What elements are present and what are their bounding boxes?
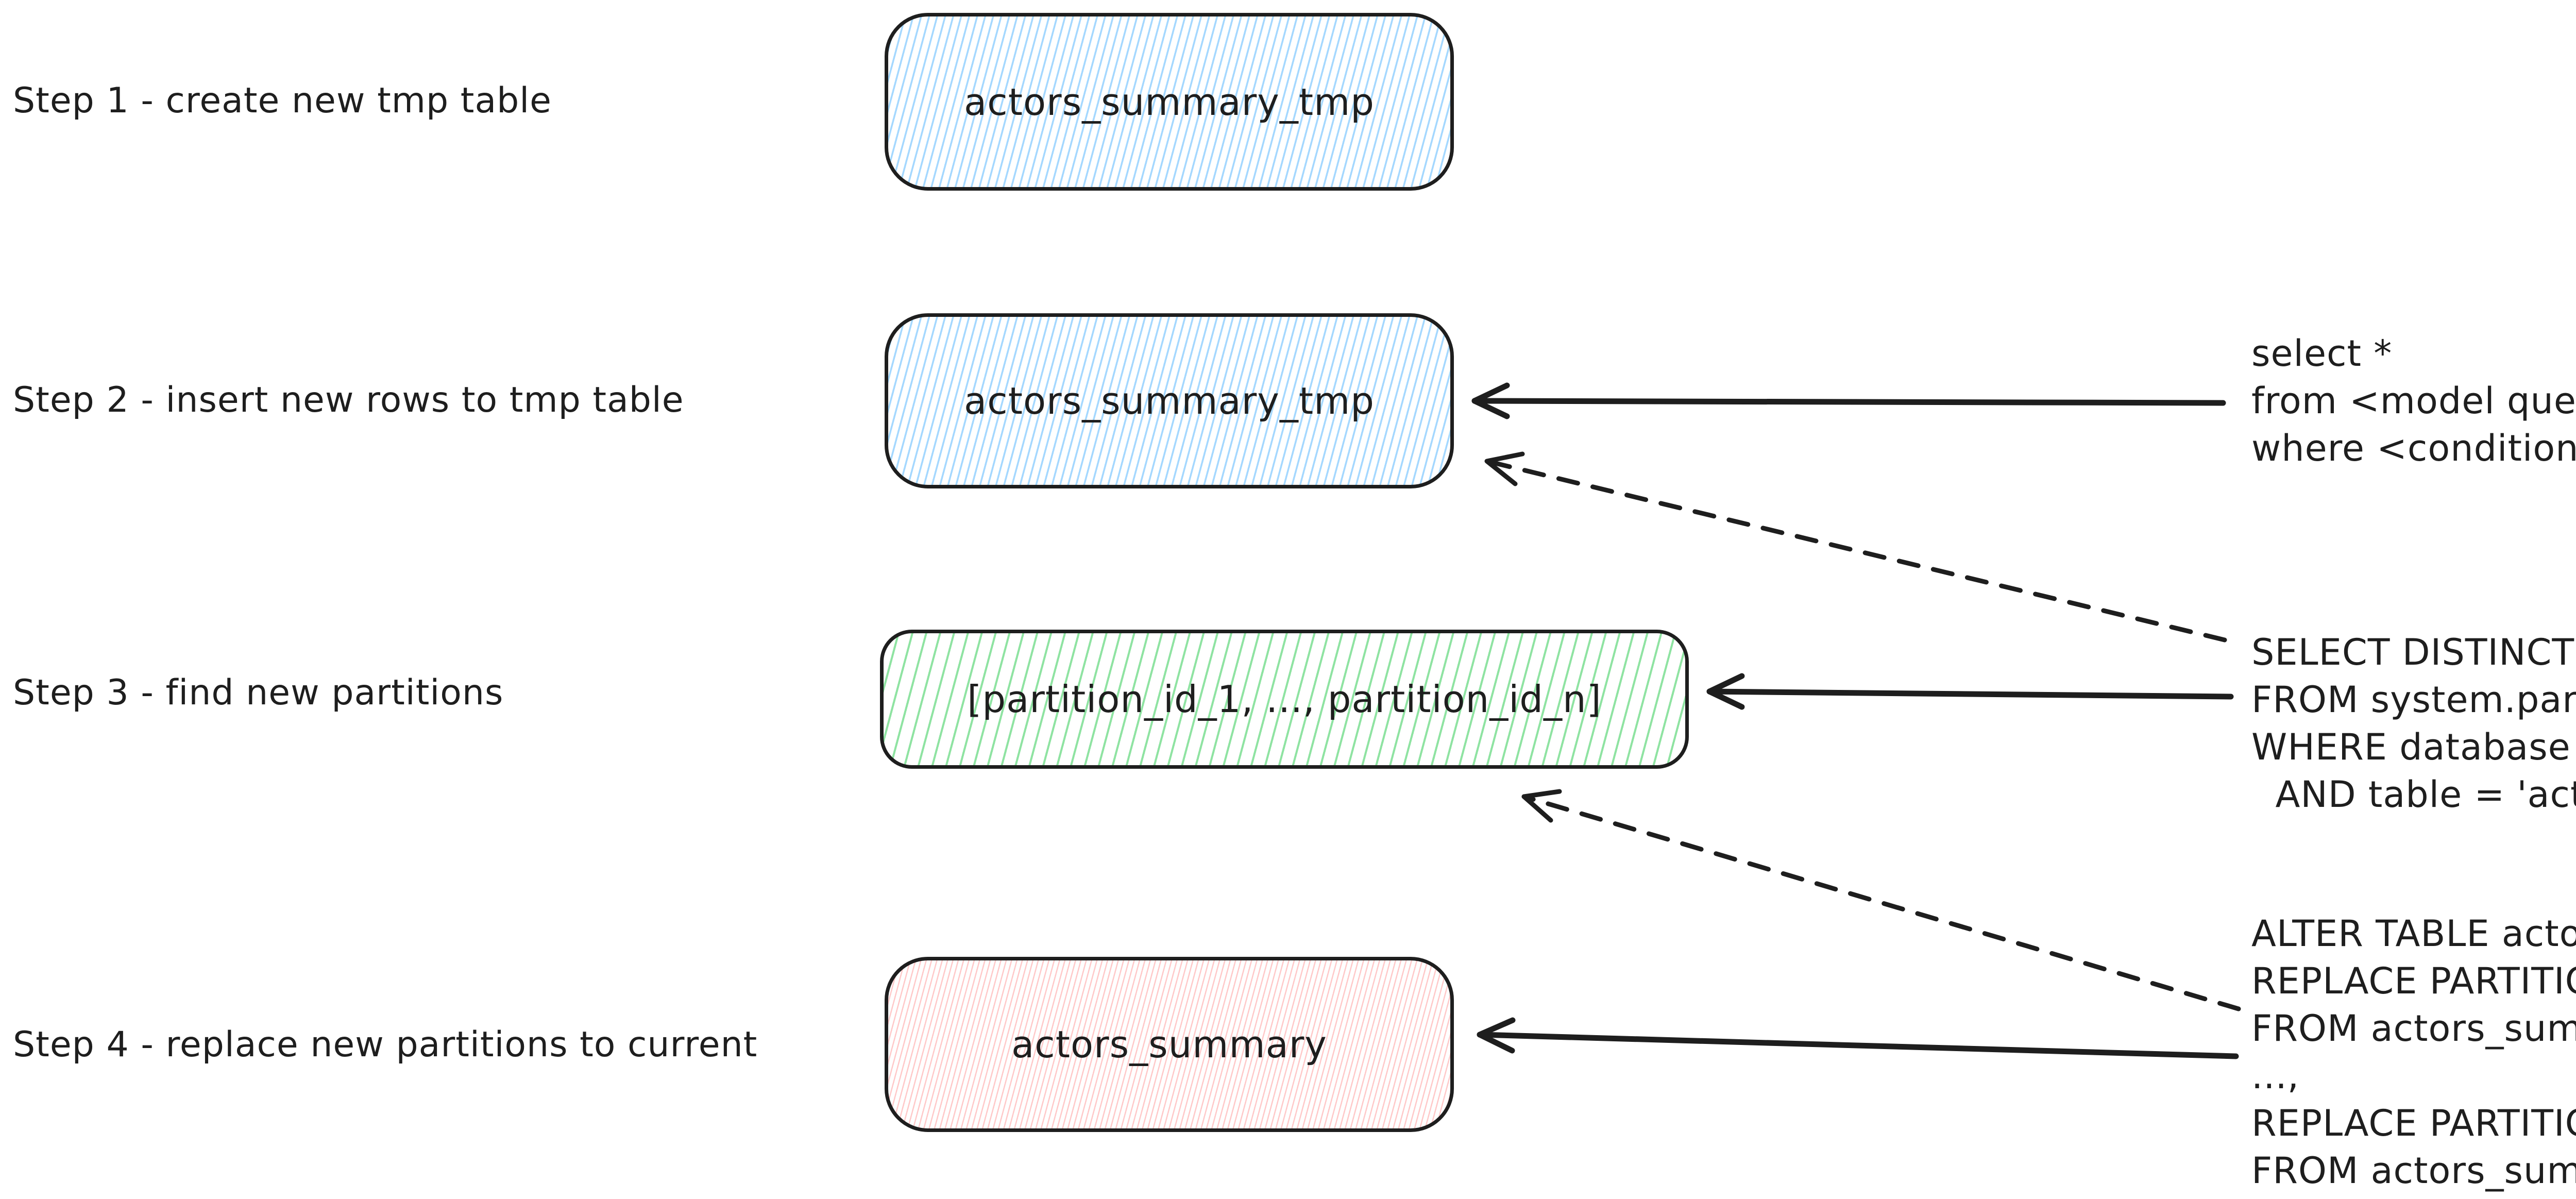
step4-box-label: actors_summary: [1011, 1023, 1327, 1066]
step1-box-label: actors_summary_tmp: [964, 80, 1375, 124]
sql-line: ALTER TABLE actors_summary: [2251, 913, 2576, 955]
arrow-partitions-sql-to-partitions-box: [1706, 673, 2234, 710]
sql-line: where <condition to identify new>: [2251, 427, 2576, 469]
step4-summary-box: actors_summary: [885, 957, 1454, 1132]
sql-line: REPLACE PARTITION partition_id_n: [2251, 1102, 2576, 1144]
sql-line: FROM actors_summary_tmp,: [2251, 1007, 2576, 1050]
step4-sql-block: ALTER TABLE actors_summary REPLACE PARTI…: [2251, 910, 2576, 1194]
step3-box-label: [partition_id_1, ..., partition_id_n]: [967, 678, 1602, 721]
sql-line: from <model query>: [2251, 380, 2576, 422]
step2-label: Step 2 - insert new rows to tmp table: [13, 380, 684, 420]
sql-line: SELECT DISTINCT partition_id: [2251, 631, 2575, 673]
sql-line: ...,: [2251, 1055, 2300, 1097]
dashed-arrow-replace-sql-to-partitions-box: [1521, 789, 2241, 1011]
sql-line: FROM actors_summary_tmp,: [2251, 1150, 2576, 1192]
step2-sql-block: select * from <model query> where <condi…: [2251, 330, 2576, 472]
sql-line: AND table = 'actors_summary_tmp': [2275, 773, 2576, 816]
dashed-arrow-partitions-sql-to-tmp-box: [1484, 451, 2227, 643]
step3-partitions-box: [partition_id_1, ..., partition_id_n]: [880, 630, 1689, 769]
step3-label: Step 3 - find new partitions: [13, 672, 504, 713]
sql-line: select *: [2251, 332, 2393, 375]
sql-line: FROM system.parts: [2251, 679, 2576, 721]
arrow-select-sql-to-tmp-box: [1471, 382, 2226, 419]
step1-label: Step 1 - create new tmp table: [13, 80, 552, 121]
sql-line: WHERE database = <database>: [2251, 726, 2571, 768]
step3-sql-block: SELECT DISTINCT partition_id FROM system…: [2251, 629, 2576, 818]
step2-tmp-table-box: actors_summary_tmp: [885, 313, 1454, 488]
step1-tmp-table-box: actors_summary_tmp: [885, 13, 1454, 191]
step4-label: Step 4 - replace new partitions to curre…: [13, 1024, 758, 1065]
step2-box-label: actors_summary_tmp: [964, 379, 1375, 423]
sql-line: REPLACE PARTITION partition_id_1: [2251, 960, 2576, 1002]
arrow-replace-sql-to-summary-box: [1477, 1017, 2239, 1059]
